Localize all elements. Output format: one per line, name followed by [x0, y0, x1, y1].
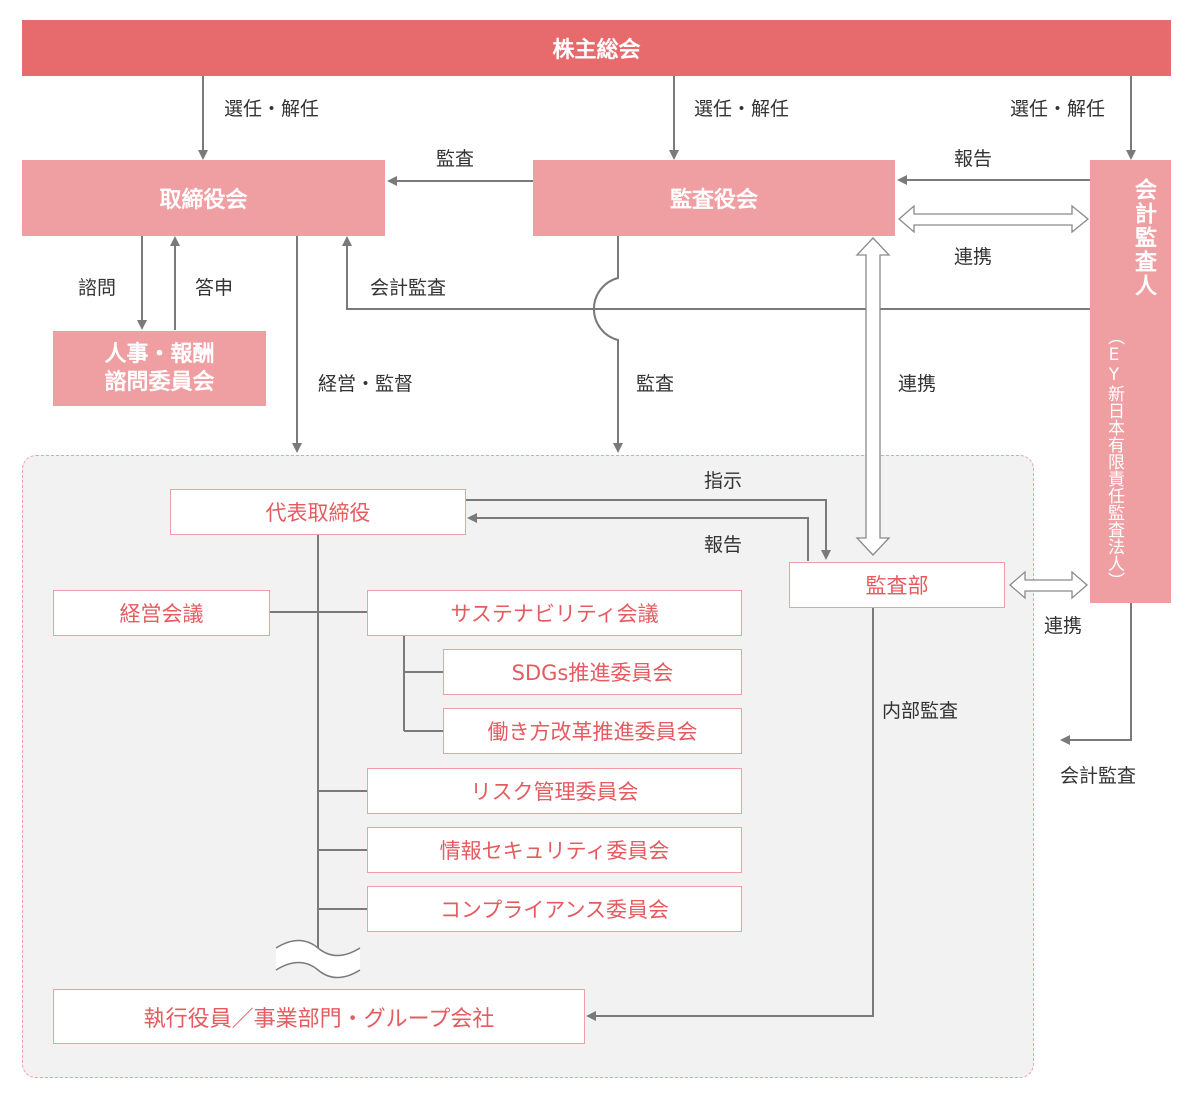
arrow-accounting-audit-board	[342, 236, 1090, 310]
label-consult: 諮問	[78, 277, 117, 299]
executive-region	[22, 455, 1034, 1078]
president-label: 代表取締役	[265, 501, 371, 525]
double-arrow-vertical	[855, 237, 891, 556]
workstyle-committee-label: 働き方改革推進委員会	[487, 720, 698, 744]
sdgs-committee-label: SDGs推進委員会	[511, 661, 674, 685]
sustainability-meeting-label: サステナビリティ会議	[450, 602, 659, 626]
shareholders-meeting-box: 株主総会	[22, 20, 1171, 76]
arrow-report-to-president	[467, 513, 809, 561]
hr-committee-line1: 人事・報酬	[104, 342, 215, 367]
label-reply: 答申	[195, 277, 234, 299]
executives-box: 執行役員／事業部門・グループ会社	[53, 989, 585, 1044]
double-arrow-top	[898, 204, 1090, 234]
label-report-to-audit-board: 報告	[954, 148, 993, 170]
label-audit-down: 監査	[636, 373, 675, 395]
accounting-auditor-title: 会計監査人	[1131, 178, 1156, 298]
board-box: 取締役会	[22, 160, 385, 236]
hr-committee-box: 人事・報酬 諮問委員会	[53, 331, 266, 406]
arrow-accounting-audit-out	[1060, 603, 1132, 745]
executives-label: 執行役員／事業部門・グループ会社	[143, 1006, 495, 1032]
internal-audit-dept-label: 監査部	[865, 574, 929, 598]
label-management-supervision: 経営・監督	[318, 373, 414, 395]
shareholders-meeting-label: 株主総会	[552, 38, 641, 63]
label-accounting-audit-board: 会計監査	[370, 277, 447, 299]
arrow-instruction	[466, 499, 831, 560]
audit-board-box: 監査役会	[533, 160, 895, 236]
workstyle-committee-box: 働き方改革推進委員会	[443, 708, 742, 754]
compliance-committee-box: コンプライアンス委員会	[367, 886, 742, 932]
infosec-committee-box: 情報セキュリティ委員会	[367, 827, 742, 873]
label-instruction: 指示	[704, 470, 743, 492]
label-cooperation-top: 連携	[954, 246, 993, 268]
label-report-to-president: 報告	[704, 534, 743, 556]
risk-committee-label: リスク管理委員会	[470, 780, 639, 804]
hr-committee-line2: 諮問委員会	[104, 369, 215, 395]
label-accounting-audit-out: 会計監査	[1060, 765, 1137, 787]
sustainability-meeting-box: サステナビリティ会議	[367, 590, 742, 636]
internal-audit-dept-box: 監査部	[789, 562, 1005, 608]
accounting-auditor-subtitle: （EY新日本有限責任監査法人）	[1104, 328, 1124, 589]
management-meeting-box: 経営会議	[53, 590, 270, 636]
board-label: 取締役会	[159, 188, 248, 213]
double-arrow-right	[1009, 570, 1088, 600]
audit-board-label: 監査役会	[669, 188, 758, 213]
risk-committee-box: リスク管理委員会	[367, 768, 742, 814]
omission-mark	[275, 939, 361, 979]
label-audit-to-board: 監査	[436, 148, 475, 170]
label-appoint-dismiss-2: 選任・解任	[694, 98, 790, 120]
label-cooperation-mid: 連携	[898, 373, 937, 395]
label-cooperation-right: 連携	[1044, 615, 1083, 637]
president-box: 代表取締役	[170, 489, 466, 535]
label-internal-audit: 内部監査	[882, 700, 959, 722]
arrow-audit-down	[592, 236, 623, 453]
arrow-internal-audit	[586, 608, 874, 1021]
label-appoint-dismiss-1: 選任・解任	[224, 98, 320, 120]
label-appoint-dismiss-3: 選任・解任	[1010, 98, 1106, 120]
management-meeting-label: 経営会議	[119, 602, 204, 626]
accounting-auditor-box: 会計監査人 （EY新日本有限責任監査法人）	[1090, 160, 1171, 603]
infosec-committee-label: 情報セキュリティ委員会	[439, 839, 670, 863]
sdgs-committee-box: SDGs推進委員会	[443, 649, 742, 695]
compliance-committee-label: コンプライアンス委員会	[439, 898, 670, 922]
